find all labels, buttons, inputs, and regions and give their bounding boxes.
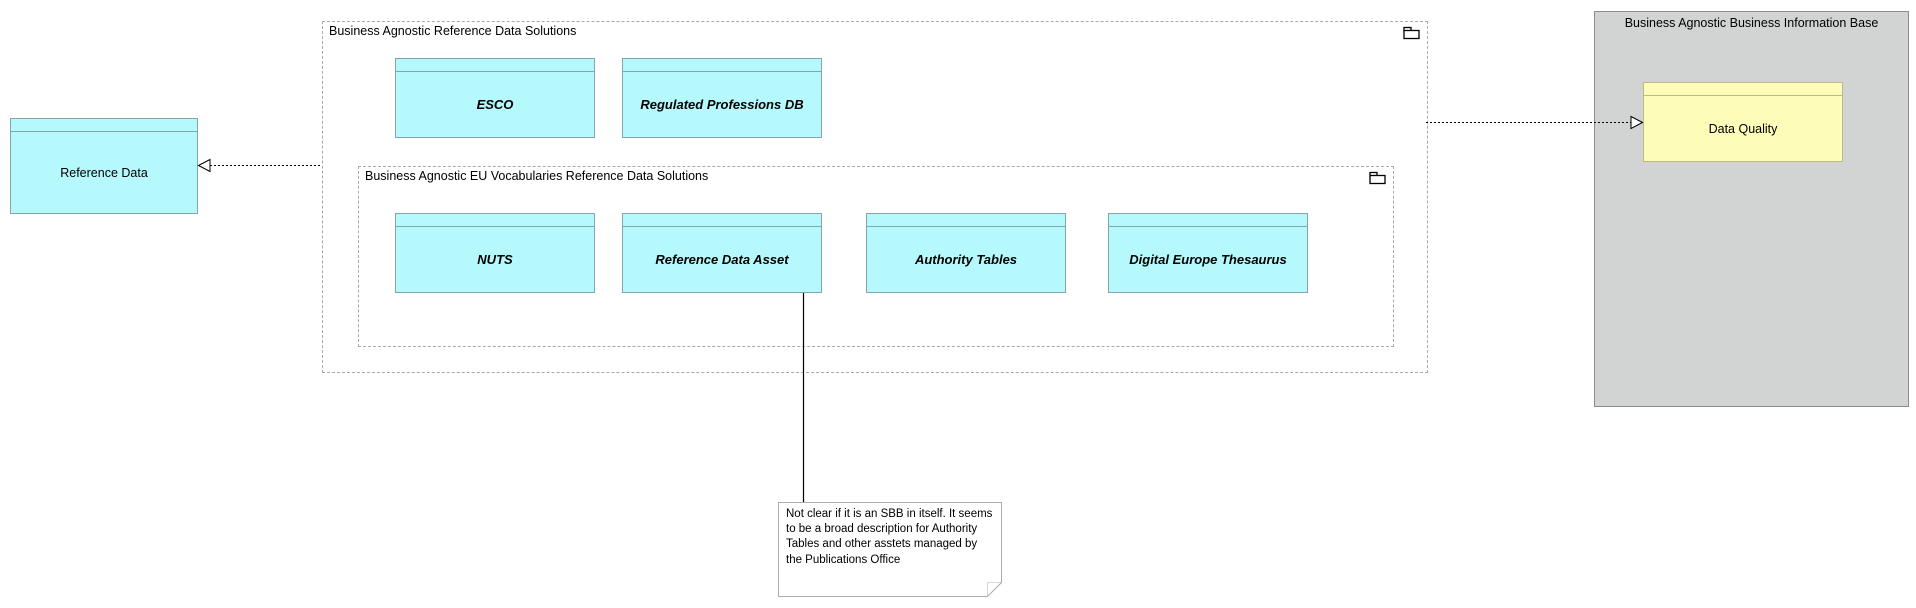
node-label: Authority Tables bbox=[914, 252, 1018, 267]
node-body: Data Quality bbox=[1644, 96, 1842, 161]
node-body: Reference Data Asset bbox=[623, 227, 821, 292]
node-header-strip bbox=[396, 214, 594, 227]
node-body: Regulated Professions DB bbox=[623, 72, 821, 137]
node-label: Digital Europe Thesaurus bbox=[1129, 252, 1287, 267]
container-title: Business Agnostic Business Information B… bbox=[1624, 16, 1879, 30]
note-shape bbox=[778, 502, 1002, 597]
node-label: Reference Data Asset bbox=[655, 252, 789, 267]
node-label: NUTS bbox=[477, 252, 513, 267]
node-header-strip bbox=[11, 119, 197, 132]
node-label: Reference Data bbox=[60, 165, 148, 180]
node-label: ESCO bbox=[476, 97, 514, 112]
node-digital-europe-thesaurus[interactable]: Digital Europe Thesaurus bbox=[1108, 213, 1308, 293]
node-header-strip bbox=[867, 214, 1065, 227]
note-text: Not clear if it is an SBB in itself. It … bbox=[786, 508, 993, 566]
node-reference-data-asset[interactable]: Reference Data Asset bbox=[622, 213, 822, 293]
group-label: Business Agnostic EU Vocabularies Refere… bbox=[365, 169, 709, 183]
folder-icon bbox=[1403, 26, 1420, 40]
group-business-agnostic-reference-data-solutions[interactable]: Business Agnostic Reference Data Solutio… bbox=[322, 21, 1428, 373]
node-header-strip bbox=[396, 59, 594, 72]
container-business-agnostic-business-information-base[interactable]: Business Agnostic Business Information B… bbox=[1594, 11, 1909, 407]
node-header-strip bbox=[1644, 83, 1842, 96]
node-header-strip bbox=[1109, 214, 1307, 227]
node-reference-data[interactable]: Reference Data bbox=[10, 118, 198, 214]
node-nuts[interactable]: NUTS bbox=[395, 213, 595, 293]
node-regulated-professions-db[interactable]: Regulated Professions DB bbox=[622, 58, 822, 138]
node-label: Regulated Professions DB bbox=[640, 97, 804, 112]
group-business-agnostic-eu-vocabularies-reference-data-solutions[interactable]: Business Agnostic EU Vocabularies Refere… bbox=[358, 166, 1394, 347]
open-triangle-arrowhead bbox=[197, 158, 211, 173]
node-body: Digital Europe Thesaurus bbox=[1109, 227, 1307, 292]
node-label: Data Quality bbox=[1708, 121, 1778, 136]
node-header-strip bbox=[623, 59, 821, 72]
node-header-strip bbox=[623, 214, 821, 227]
node-body: NUTS bbox=[396, 227, 594, 292]
note-reference-data-asset[interactable]: Not clear if it is an SBB in itself. It … bbox=[778, 502, 1002, 597]
folder-icon bbox=[1369, 171, 1386, 185]
node-esco[interactable]: ESCO bbox=[395, 58, 595, 138]
node-body: Authority Tables bbox=[867, 227, 1065, 292]
node-body: Reference Data bbox=[11, 132, 197, 213]
node-data-quality[interactable]: Data Quality bbox=[1643, 82, 1843, 162]
node-authority-tables[interactable]: Authority Tables bbox=[866, 213, 1066, 293]
node-body: ESCO bbox=[396, 72, 594, 137]
group-label: Business Agnostic Reference Data Solutio… bbox=[329, 24, 577, 38]
